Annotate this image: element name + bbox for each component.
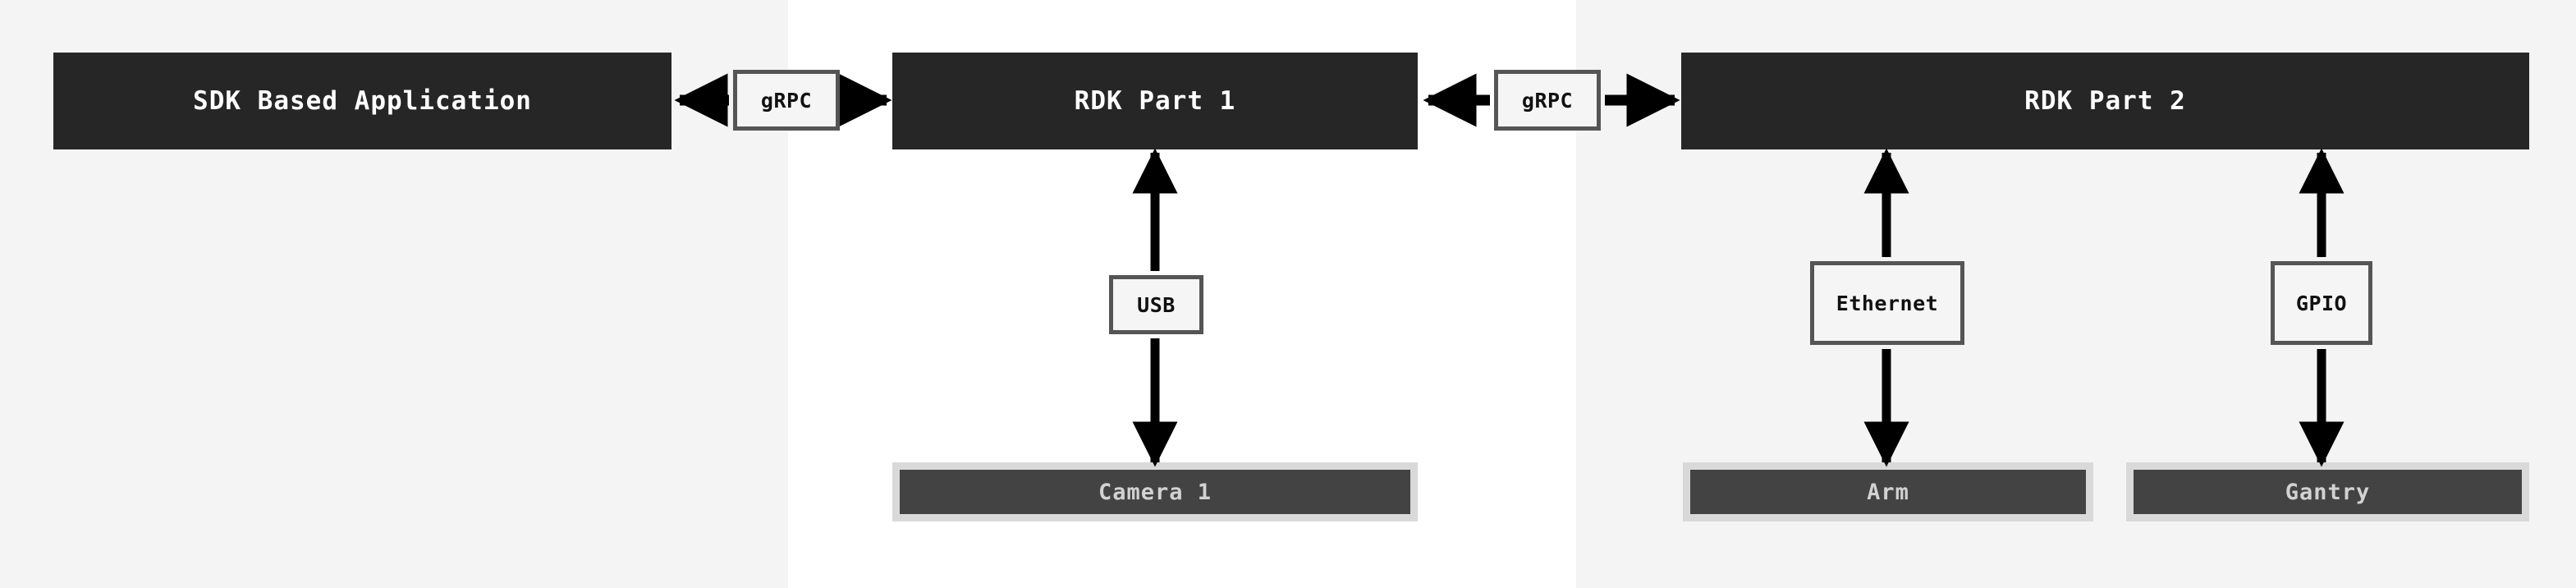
edge-label-ethernet-text: Ethernet <box>1836 291 1939 315</box>
edge-label-grpc-rdk1-rdk2[interactable]: gRPC <box>1494 70 1601 131</box>
node-rdk-part-2-label: RDK Part 2 <box>2024 86 2186 116</box>
node-rdk-part-2[interactable]: RDK Part 2 <box>1681 53 2529 149</box>
edge-label-gpio[interactable]: GPIO <box>2271 261 2372 345</box>
node-rdk-part-1[interactable]: RDK Part 1 <box>892 53 1418 149</box>
node-camera-1-label: Camera 1 <box>1098 479 1212 505</box>
edge-label-grpc-sdk-rdk1-text: gRPC <box>760 88 813 113</box>
node-gantry-label: Gantry <box>2285 479 2371 505</box>
edge-label-grpc-sdk-rdk1[interactable]: gRPC <box>733 70 840 131</box>
edge-label-ethernet[interactable]: Ethernet <box>1810 261 1964 345</box>
edge-label-grpc-rdk1-rdk2-text: gRPC <box>1521 88 1574 113</box>
node-sdk-based-application[interactable]: SDK Based Application <box>53 53 672 149</box>
node-sdk-based-application-label: SDK Based Application <box>193 86 532 116</box>
edge-label-usb[interactable]: USB <box>1109 275 1203 334</box>
node-arm[interactable]: Arm <box>1683 462 2093 521</box>
node-rdk-part-1-label: RDK Part 1 <box>1074 86 1236 116</box>
node-gantry[interactable]: Gantry <box>2126 462 2529 521</box>
node-arm-label: Arm <box>1867 479 1909 505</box>
edge-label-gpio-text: GPIO <box>2295 291 2348 315</box>
edge-label-usb-text: USB <box>1137 292 1176 317</box>
node-camera-1[interactable]: Camera 1 <box>892 462 1418 521</box>
